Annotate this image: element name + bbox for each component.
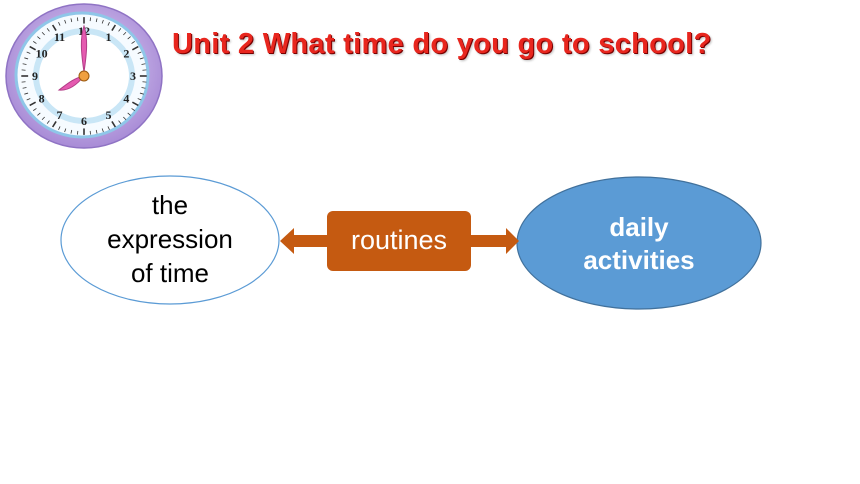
clock-tick [131,45,139,51]
clock-tick [127,36,131,40]
left-node-ellipse [60,175,280,305]
clock-tick [41,31,45,36]
clock-number: 1 [106,30,112,44]
clock-number: 3 [130,69,136,83]
clock-tick [22,63,27,65]
clock-numbers: 121234567891011 [32,24,136,128]
clock-tick [101,19,104,24]
clock-number: 5 [106,108,112,122]
clock-tick [107,22,110,26]
clock-tick [101,128,104,133]
clock-tick [33,41,37,44]
clock-tick [139,92,144,95]
clock-tick [46,120,50,124]
clock-tick [141,87,146,89]
clock-tick [123,31,127,36]
right-arrow [468,228,519,254]
clock-tick [123,116,127,121]
clock-tick [33,108,37,111]
clock-tick [58,22,61,26]
clock-tick [131,108,135,111]
clock-tick [131,41,135,44]
clock-tick [118,28,122,32]
clock-tick [29,101,37,107]
clock-tick [107,126,110,130]
right-node-label: daily activities [583,211,695,275]
clock-tick [137,98,142,101]
clock-tick [95,129,98,134]
clock-tick [26,51,31,54]
clock-tick [24,57,29,60]
center-node-box [327,211,471,271]
clock-tick [37,36,41,40]
clock-tick [137,51,142,54]
clock-tick [118,120,122,124]
clock-tick [64,19,67,24]
clock-ticks [21,17,147,135]
clock-tick [41,116,45,121]
left-arrow [280,228,332,254]
clock-number: 10 [36,47,48,61]
clock-tick [29,45,37,51]
clock-tick [51,24,57,32]
clock-tick [70,18,73,23]
clock-number: 6 [81,114,87,128]
clock-number: 7 [57,108,63,122]
clock-tick [131,101,139,107]
clock-tick [111,120,117,128]
clock-tick [95,18,98,23]
clock-tick [22,87,27,89]
clock-number: 9 [32,69,38,83]
clock-tick [111,24,117,32]
clock-tick [64,128,67,133]
clock-tick [70,129,73,134]
clock-tick [139,57,144,60]
clock-tick [37,112,41,116]
clock-tick [46,28,50,32]
clock-number: 2 [123,47,129,61]
minute-hand [80,24,88,73]
clock-tick [58,126,61,130]
clock-number: 4 [123,92,129,106]
clock-tick [127,112,131,116]
clock-number: 11 [54,30,65,44]
center-node-label: routines [350,225,448,256]
clock-tick [26,98,31,101]
page-title: Unit 2 What time do you go to school? [172,28,712,60]
clock-number: 8 [39,92,45,106]
clock-tick [51,120,57,128]
clock-center [78,70,90,82]
clock-tick [141,63,146,65]
hour-hand [57,75,86,91]
clock-tick [24,92,29,95]
left-node-label: the expression of time [107,190,233,288]
clock-icon: 121234567891011 [5,3,163,149]
